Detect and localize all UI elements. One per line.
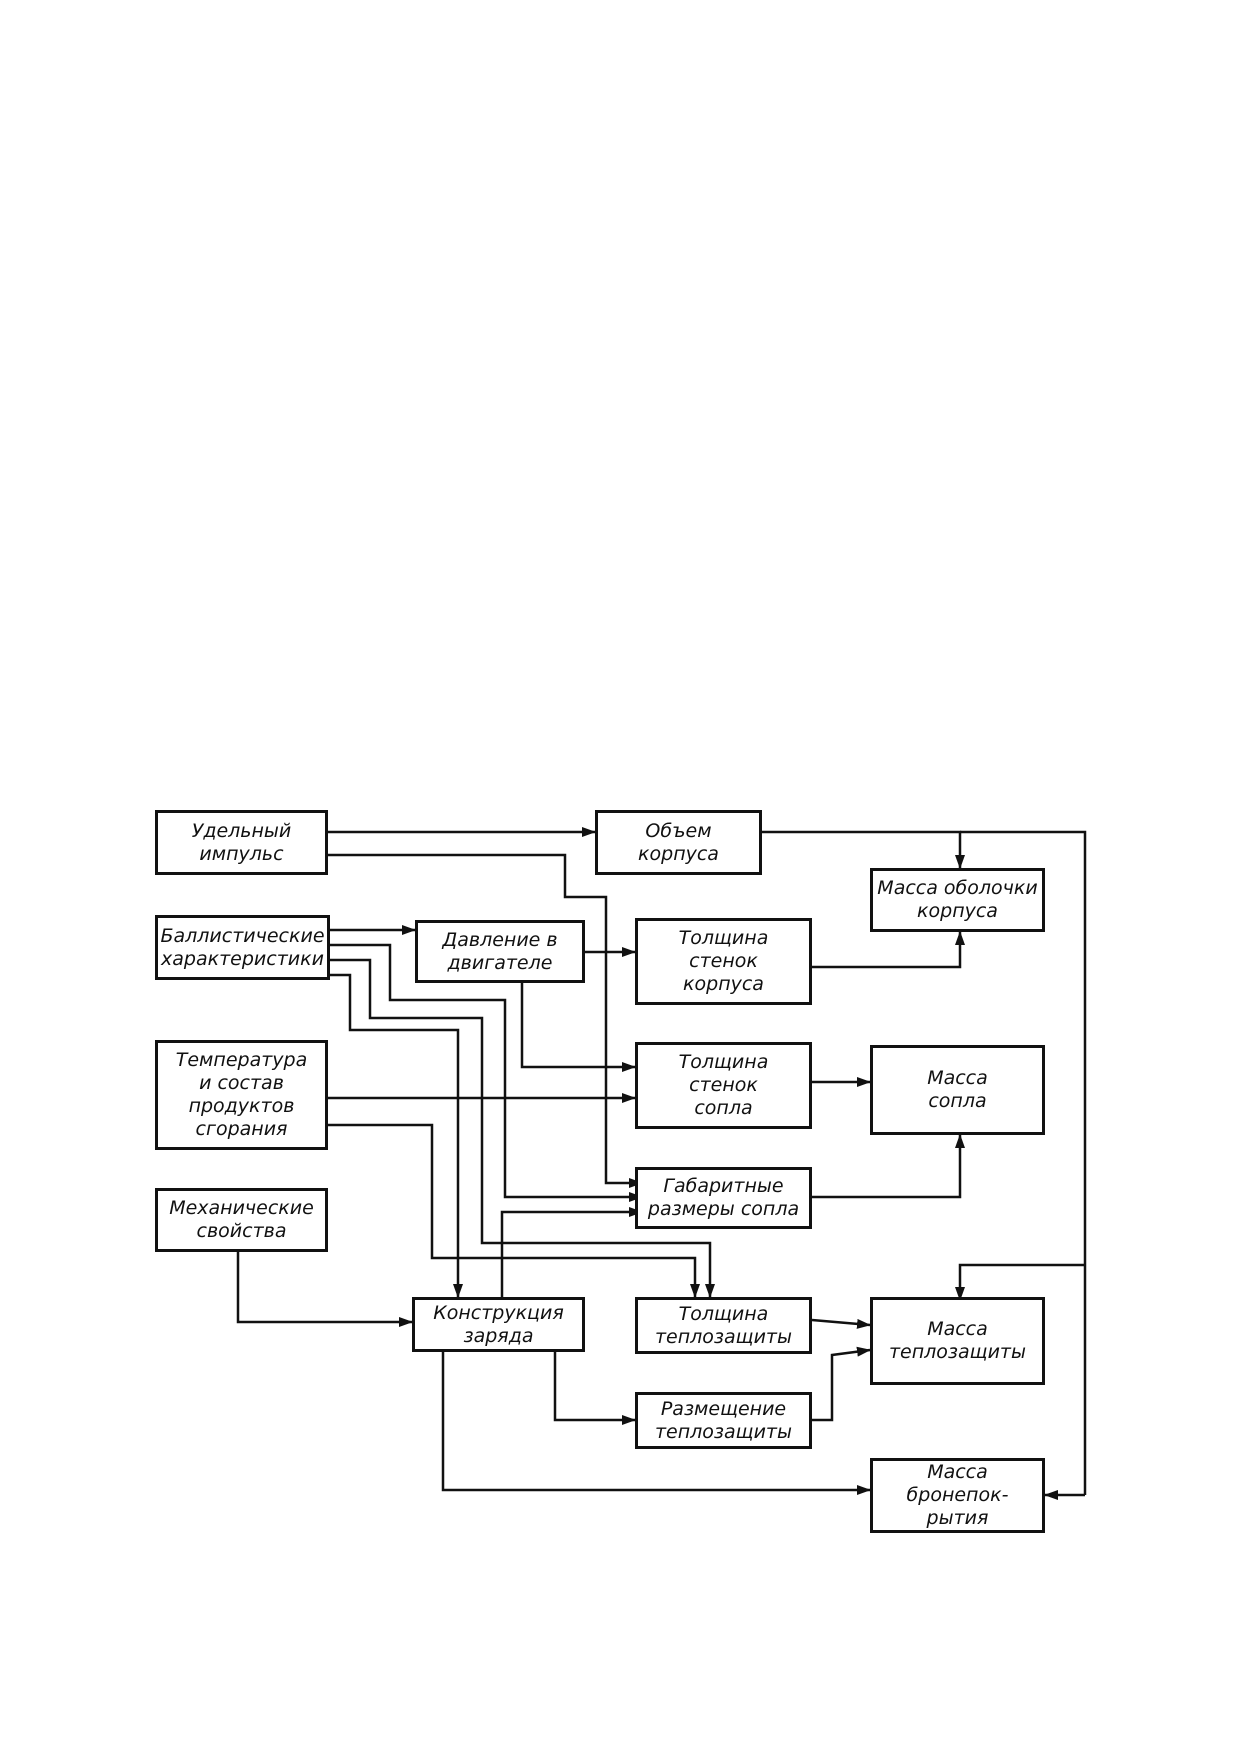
arrow-mechanical-to-charge [236,1252,413,1327]
arrow-impulse-to-nozzle-size [328,853,643,1188]
node-nozzle-dimensions: Габаритные размеры сопла [635,1167,812,1229]
arrow-case-walls-to-shell-mass [812,931,965,969]
arrow-volume-to-shell-mass [762,830,965,869]
node-nozzle-mass: Масса сопла [870,1045,1045,1135]
arrow-charge-to-armor-mass [441,1352,871,1495]
node-engine-pressure: Давление в двигателе [415,920,585,983]
arrow-thermal-placement-to-thermal-mass [812,1346,871,1422]
node-label: Конструкция заряда [433,1301,564,1347]
right-trunk-line [960,830,1087,1495]
node-label: Давление в двигателе [442,928,558,974]
node-label: Объем корпуса [638,819,719,865]
node-label: Толщина теплозащиты [654,1302,792,1348]
node-ballistic-characteristics: Баллистические характеристики [155,915,330,980]
arrow-ballistic-to-thermal-thickness [330,958,715,1298]
node-label: Толщина стенок сопла [678,1051,769,1119]
node-label: Удельный импульс [191,819,292,865]
node-thermal-protection-mass: Масса теплозащиты [870,1297,1045,1385]
node-case-volume: Объем корпуса [595,810,762,875]
node-thermal-protection-thickness: Толщина теплозащиты [635,1297,812,1354]
node-label: Масса теплозащиты [888,1318,1026,1363]
node-label: Габаритные размеры сопла [647,1175,800,1220]
arrow-nozzle-size-to-nozzle-mass [812,1134,965,1199]
arrow-charge-to-nozzle-size [500,1207,643,1297]
node-label: Толщина стенок корпуса [678,927,769,995]
arrow-thermal-thickness-to-thermal-mass [811,1318,871,1329]
node-label: Баллистические характеристики [160,924,325,970]
node-label: Механические свойства [169,1197,314,1242]
arrow-charge-to-thermal-placement [553,1352,636,1425]
node-shell-mass: Масса оболочки корпуса [870,868,1045,932]
node-specific-impulse: Удельный импульс [155,810,328,875]
arrow-temperature-to-thermal-thickness [328,1123,700,1298]
node-label: Масса бронепок- рытия [906,1461,1009,1529]
arrow-trunk-to-thermal-mass [955,1263,1085,1301]
node-label: Масса оболочки корпуса [877,877,1038,922]
node-nozzle-wall-thickness: Толщина стенок сопла [635,1042,812,1129]
node-mechanical-properties: Механические свойства [155,1188,328,1252]
node-thermal-protection-placement: Размещение теплозащиты [635,1392,812,1449]
arrow-pressure-to-nozzle-walls [520,983,636,1072]
arrow-ballistic-to-charge [330,973,463,1298]
node-label: Температура и состав продуктов сгорания [175,1049,308,1140]
node-charge-design: Конструкция заряда [412,1297,585,1352]
node-armor-coating-mass: Масса бронепок- рытия [870,1458,1045,1533]
node-label: Масса сопла [927,1067,988,1112]
node-combustion-products: Температура и состав продуктов сгорания [155,1040,328,1150]
node-label: Размещение теплозащиты [654,1397,792,1443]
arrow-ballistic-to-nozzle-size [330,943,643,1202]
node-case-wall-thickness: Толщина стенок корпуса [635,918,812,1005]
